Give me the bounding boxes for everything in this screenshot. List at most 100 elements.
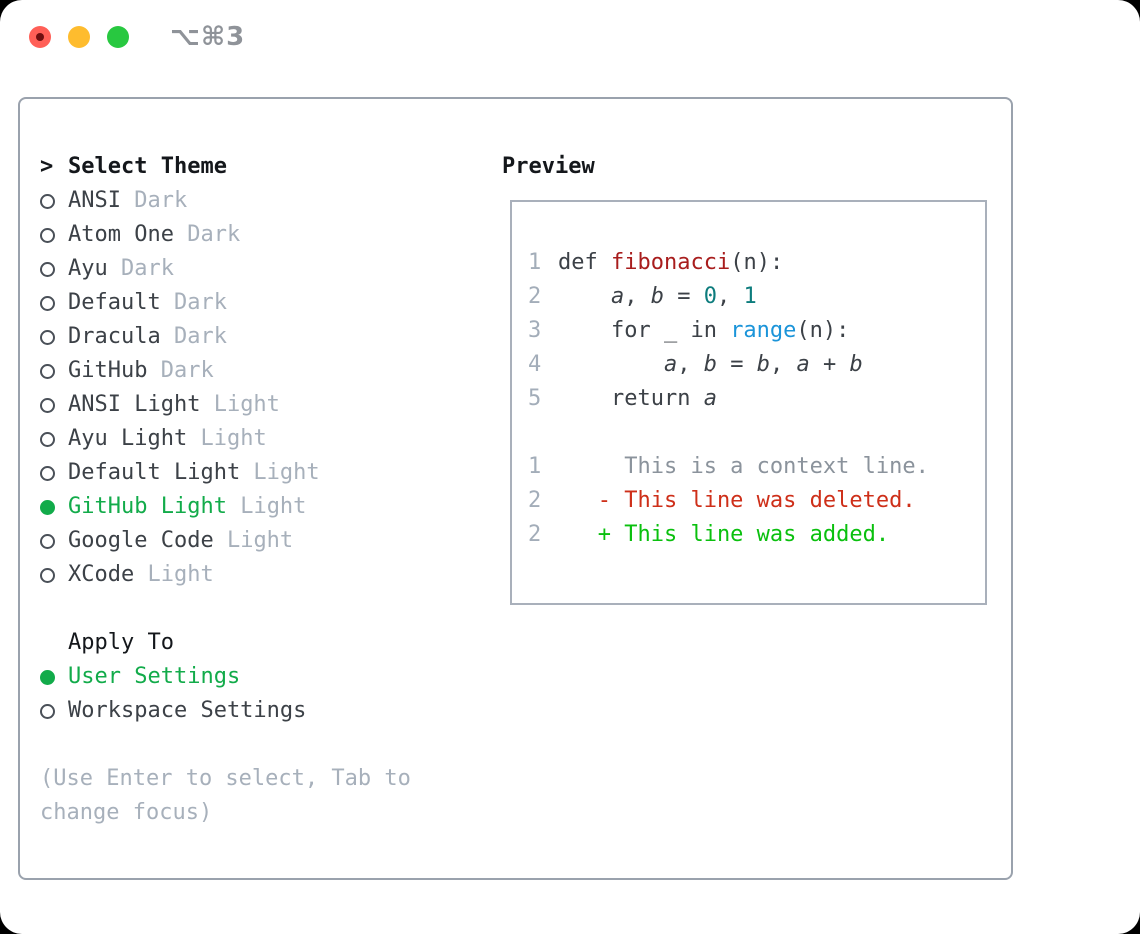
line-number: 1 bbox=[528, 250, 542, 275]
apply-to-option[interactable]: User Settings bbox=[40, 660, 480, 694]
theme-option[interactable]: ANSI Dark bbox=[40, 184, 480, 218]
option-label: User Settings bbox=[68, 664, 241, 689]
option-variant-label: Light bbox=[240, 460, 320, 485]
option-variant-label: Dark bbox=[160, 324, 227, 349]
theme-option[interactable]: Default Light Light bbox=[40, 456, 480, 490]
code-segment-var: b bbox=[650, 284, 664, 309]
radio-icon bbox=[40, 567, 55, 583]
spacer bbox=[40, 592, 480, 626]
theme-option[interactable]: Ayu Dark bbox=[40, 252, 480, 286]
select-theme-header: >Select Theme bbox=[40, 150, 480, 184]
theme-option[interactable]: Default Dark bbox=[40, 286, 480, 320]
radio-icon bbox=[40, 295, 55, 311]
code-segment-plain: , bbox=[677, 352, 704, 377]
option-label: Ayu Light bbox=[68, 426, 188, 451]
option-variant-label: Dark bbox=[160, 290, 227, 315]
code-segment-var: b bbox=[849, 352, 863, 377]
radio-selected-icon bbox=[40, 499, 55, 515]
option-variant-label: Light bbox=[187, 426, 267, 451]
option-label: Atom One bbox=[68, 222, 174, 247]
code-segment-var: b bbox=[756, 352, 770, 377]
code-segment-plain: for _ in bbox=[558, 318, 731, 343]
option-variant-label: Light bbox=[213, 528, 294, 553]
close-button[interactable] bbox=[29, 26, 51, 48]
code-segment-plain: (n): bbox=[730, 250, 784, 275]
option-label: GitHub bbox=[68, 358, 148, 383]
code-line: 2 + This line was added. bbox=[528, 518, 985, 552]
theme-option[interactable]: GitHub Dark bbox=[40, 354, 480, 388]
line-number: 5 bbox=[528, 386, 542, 411]
option-variant-label: Light bbox=[134, 562, 214, 587]
theme-option[interactable]: Google Code Light bbox=[40, 524, 480, 558]
code-segment-plain bbox=[558, 352, 664, 377]
option-label: Default bbox=[68, 290, 161, 315]
code-line: 1 This is a context line. bbox=[528, 450, 985, 484]
code-segment-plain: , bbox=[769, 352, 797, 377]
apply-to-header: Apply To bbox=[68, 630, 174, 655]
close-dot-icon bbox=[36, 33, 44, 41]
line-number: 2 bbox=[528, 488, 542, 513]
select-theme-header-label: Select Theme bbox=[68, 154, 227, 179]
apply-to-option[interactable]: Workspace Settings bbox=[40, 694, 480, 728]
option-label: GitHub Light bbox=[68, 494, 227, 519]
radio-icon bbox=[40, 533, 55, 549]
code-segment-var: a bbox=[796, 352, 810, 377]
line-number: 2 bbox=[528, 522, 542, 547]
radio-icon bbox=[40, 363, 55, 379]
keyboard-hint: (Use Enter to select, Tab to change focu… bbox=[40, 766, 411, 825]
minimize-button[interactable] bbox=[68, 26, 90, 48]
code-line: 2 a, b = 0, 1 bbox=[528, 280, 985, 314]
theme-option[interactable]: GitHub Light Light bbox=[40, 490, 480, 524]
line-number: 4 bbox=[528, 352, 542, 377]
code-segment-builtin: range bbox=[730, 318, 797, 343]
code-segment-var: a bbox=[703, 386, 717, 411]
code-line: 1 def fibonacci(n): bbox=[528, 246, 985, 280]
option-label: Dracula bbox=[68, 324, 161, 349]
code-segment-plain: def bbox=[558, 250, 611, 275]
title-bar: ⌥⌘3 bbox=[0, 0, 1140, 97]
code-line: 4 a, b = b, a + b bbox=[528, 348, 985, 382]
code-segment-plain: = bbox=[663, 284, 704, 309]
code-segment-func: fibonacci bbox=[610, 250, 731, 275]
option-variant-label: Dark bbox=[147, 358, 214, 383]
code-segment-number: 1 bbox=[743, 284, 757, 309]
theme-option[interactable]: Dracula Dark bbox=[40, 320, 480, 354]
option-label: Ayu bbox=[68, 256, 108, 281]
zoom-button[interactable] bbox=[107, 26, 129, 48]
code-segment-plain: return bbox=[558, 386, 704, 411]
code-segment-plain: + bbox=[809, 352, 850, 377]
code-segment-plain bbox=[558, 284, 611, 309]
radio-icon bbox=[40, 397, 55, 413]
radio-selected-icon bbox=[40, 669, 55, 685]
radio-icon bbox=[40, 431, 55, 447]
theme-option[interactable]: XCode Light bbox=[40, 558, 480, 592]
option-label: ANSI bbox=[68, 188, 121, 213]
code-segment-var: a bbox=[610, 284, 625, 309]
line-number: 3 bbox=[528, 318, 542, 343]
theme-option[interactable]: Ayu Light Light bbox=[40, 422, 480, 456]
code-segment-plain: = bbox=[716, 352, 757, 377]
code-line: 2 - This line was deleted. bbox=[528, 484, 985, 518]
radio-icon bbox=[40, 465, 55, 481]
option-variant-label: Light bbox=[200, 392, 280, 417]
theme-option[interactable]: Atom One Dark bbox=[40, 218, 480, 252]
option-variant-label: Light bbox=[226, 494, 307, 519]
code-line: 5 return a bbox=[528, 382, 985, 416]
code-line bbox=[528, 416, 985, 450]
code-segment-context: This is a context line. bbox=[558, 454, 929, 479]
theme-option[interactable]: ANSI Light Light bbox=[40, 388, 480, 422]
code-segment-add: + This line was added. bbox=[558, 522, 890, 547]
code-segment-var: b bbox=[703, 352, 717, 377]
code-segment-var: a bbox=[663, 352, 678, 377]
option-variant-label: Dark bbox=[173, 222, 241, 247]
radio-icon bbox=[40, 329, 55, 345]
option-label: ANSI Light bbox=[68, 392, 201, 417]
code-segment-plain: (n): bbox=[796, 318, 850, 343]
radio-icon bbox=[40, 703, 55, 719]
option-variant-label: Dark bbox=[120, 188, 188, 213]
window-title: ⌥⌘3 bbox=[170, 22, 246, 52]
